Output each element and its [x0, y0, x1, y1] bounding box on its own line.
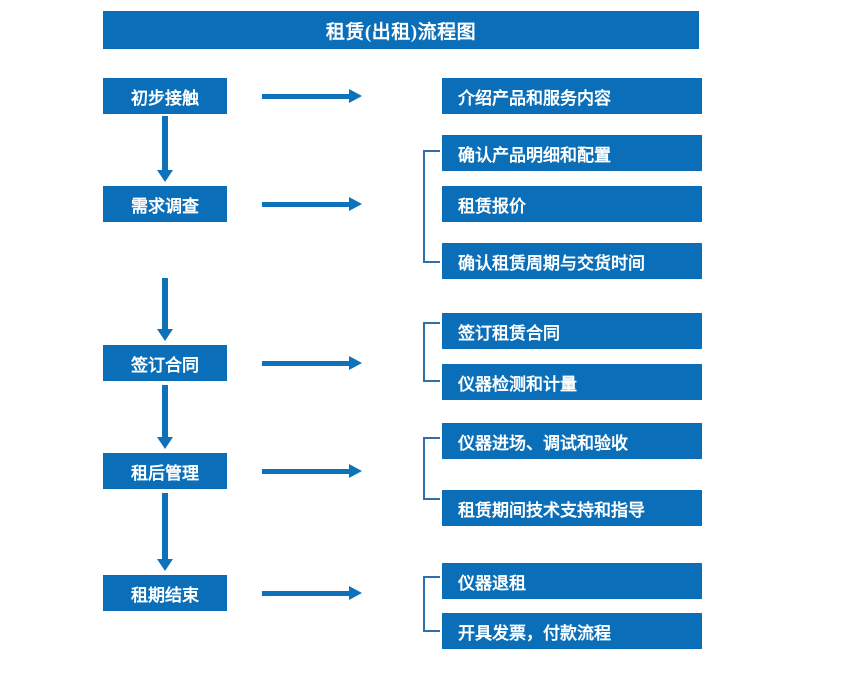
arrow-shaft: [262, 361, 350, 366]
branch-arrow-right-1: [262, 89, 362, 103]
arrow-shaft: [162, 116, 168, 170]
arrow-shaft: [262, 591, 350, 596]
arrow-head: [349, 464, 362, 478]
detail-node-确认租赁周期与交货时间[interactable]: 确认租赁周期与交货时间: [442, 243, 702, 279]
detail-node-仪器进场调试和验收[interactable]: 仪器进场、调试和验收: [442, 423, 702, 459]
group-bracket-租期结束: [423, 576, 440, 632]
group-bracket-签订合同: [423, 322, 440, 382]
arrow-shaft: [162, 493, 168, 559]
detail-node-仪器退租[interactable]: 仪器退租: [442, 563, 702, 599]
arrow-head: [349, 89, 362, 103]
flow-arrow-down-1: [157, 116, 173, 182]
arrow-shaft: [162, 385, 168, 437]
arrow-head: [349, 586, 362, 600]
arrow-head: [157, 170, 173, 182]
detail-node-介绍产品和服务内容[interactable]: 介绍产品和服务内容: [442, 78, 702, 114]
detail-node-仪器检测和计量[interactable]: 仪器检测和计量: [442, 364, 702, 400]
branch-arrow-right-2: [262, 197, 362, 211]
arrow-shaft: [262, 469, 350, 474]
flow-arrow-down-4: [157, 493, 173, 571]
stage-node-租后管理[interactable]: 租后管理: [103, 453, 227, 489]
stage-node-需求调查[interactable]: 需求调查: [103, 186, 227, 222]
branch-arrow-right-3: [262, 356, 362, 370]
stage-node-初步接触[interactable]: 初步接触: [103, 78, 227, 114]
arrow-head: [157, 559, 173, 571]
branch-arrow-right-4: [262, 464, 362, 478]
detail-node-开具发票付款流程[interactable]: 开具发票，付款流程: [442, 613, 702, 649]
arrow-shaft: [162, 278, 168, 329]
arrow-shaft: [262, 94, 350, 99]
arrow-head: [157, 329, 173, 341]
arrow-head: [349, 356, 362, 370]
flow-arrow-down-2: [157, 278, 173, 341]
group-bracket-需求调查: [423, 150, 440, 263]
page-title: 租赁(出租)流程图: [103, 11, 699, 49]
arrow-shaft: [262, 202, 350, 207]
detail-node-确认产品明细和配置[interactable]: 确认产品明细和配置: [442, 135, 702, 171]
detail-node-租赁期间技术支持和指导[interactable]: 租赁期间技术支持和指导: [442, 490, 702, 526]
branch-arrow-right-5: [262, 586, 362, 600]
stage-node-租期结束[interactable]: 租期结束: [103, 575, 227, 611]
stage-node-签订合同[interactable]: 签订合同: [103, 345, 227, 381]
detail-node-租赁报价[interactable]: 租赁报价: [442, 186, 702, 222]
detail-node-签订租赁合同[interactable]: 签订租赁合同: [442, 313, 702, 349]
flow-arrow-down-3: [157, 385, 173, 449]
group-bracket-租后管理: [423, 437, 440, 500]
arrow-head: [349, 197, 362, 211]
arrow-head: [157, 437, 173, 449]
